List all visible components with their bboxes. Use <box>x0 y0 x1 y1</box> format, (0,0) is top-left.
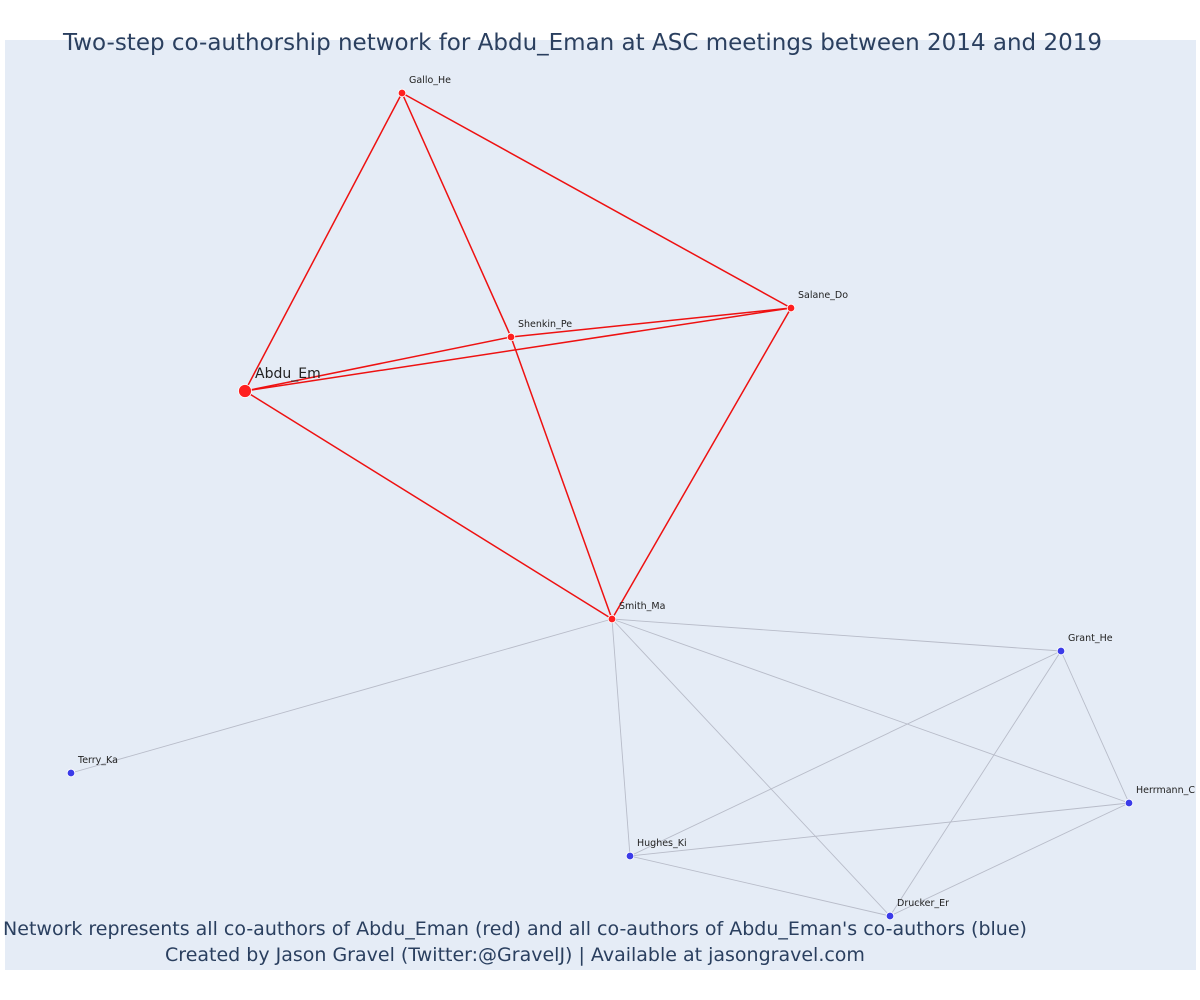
edge-Smith_Ma-Herrmann_C <box>611 618 1130 804</box>
edge-Gallo_He-Shenkin_Pe <box>401 92 512 338</box>
edge-Smith_Ma-Drucker_Er <box>611 618 891 917</box>
node-label-Grant_He: Grant_He <box>1068 633 1113 644</box>
edges-layer <box>70 92 1130 917</box>
plot-background <box>5 40 1196 970</box>
node-Shenkin_Pe[interactable] <box>506 332 516 342</box>
footer-note-line1: Network represents all co-authors of Abd… <box>3 918 1027 940</box>
node-label-Salane_Do: Salane_Do <box>798 290 848 301</box>
edge-Gallo_He-Salane_Do <box>401 92 792 309</box>
node-label-Drucker_Er: Drucker_Er <box>897 898 949 909</box>
node-label-Terry_Ka: Terry_Ka <box>77 755 118 766</box>
chart-title: Two-step co-authorship network for Abdu_… <box>62 30 1103 56</box>
edge-Smith_Ma-Terry_Ka <box>70 618 613 774</box>
edge-Smith_Ma-Grant_He <box>611 618 1062 652</box>
node-Salane_Do[interactable] <box>786 303 796 313</box>
node-label-Smith_Ma: Smith_Ma <box>619 601 665 612</box>
labels-layer: Abdu_Em Gallo_HeSalane_DoShenkin_PeSmith_… <box>77 75 1195 909</box>
node-Drucker_Er[interactable] <box>885 911 895 921</box>
node-Terry_Ka[interactable] <box>66 768 76 778</box>
node-Abdu_Em[interactable] <box>238 384 252 398</box>
node-label-Abdu_Em: Abdu_Em <box>255 366 321 382</box>
edge-Drucker_Er-Herrmann_C <box>889 802 1130 917</box>
node-Gallo_He[interactable] <box>397 88 407 98</box>
edge-Grant_He-Herrmann_C <box>1060 650 1130 804</box>
node-Grant_He[interactable] <box>1056 646 1066 656</box>
node-Hughes_Ki[interactable] <box>625 851 635 861</box>
nodes-layer <box>66 88 1134 921</box>
edge-Salane_Do-Smith_Ma <box>611 307 792 620</box>
edge-Grant_He-Hughes_Ki <box>629 650 1062 857</box>
node-label-Herrmann_C: Herrmann_C <box>1136 785 1195 796</box>
edge-Shenkin_Pe-Salane_Do <box>510 307 792 338</box>
edge-Abdu_Em-Shenkin_Pe <box>244 336 512 392</box>
node-label-Hughes_Ki: Hughes_Ki <box>637 838 687 849</box>
edge-Hughes_Ki-Drucker_Er <box>629 855 891 917</box>
edge-Abdu_Em-Smith_Ma <box>244 390 613 620</box>
edge-Abdu_Em-Gallo_He <box>244 92 403 392</box>
node-label-Gallo_He: Gallo_He <box>409 75 451 86</box>
edge-Abdu_Em-Salane_Do <box>244 307 792 392</box>
footer-note-line2: Created by Jason Gravel (Twitter:@Gravel… <box>165 944 865 966</box>
edge-Grant_He-Drucker_Er <box>889 650 1062 917</box>
node-Herrmann_C[interactable] <box>1124 798 1134 808</box>
edge-Hughes_Ki-Herrmann_C <box>629 802 1130 857</box>
node-label-Shenkin_Pe: Shenkin_Pe <box>518 319 572 330</box>
node-Smith_Ma[interactable] <box>607 614 617 624</box>
edge-Shenkin_Pe-Smith_Ma <box>510 336 613 620</box>
edge-Smith_Ma-Hughes_Ki <box>611 618 631 857</box>
